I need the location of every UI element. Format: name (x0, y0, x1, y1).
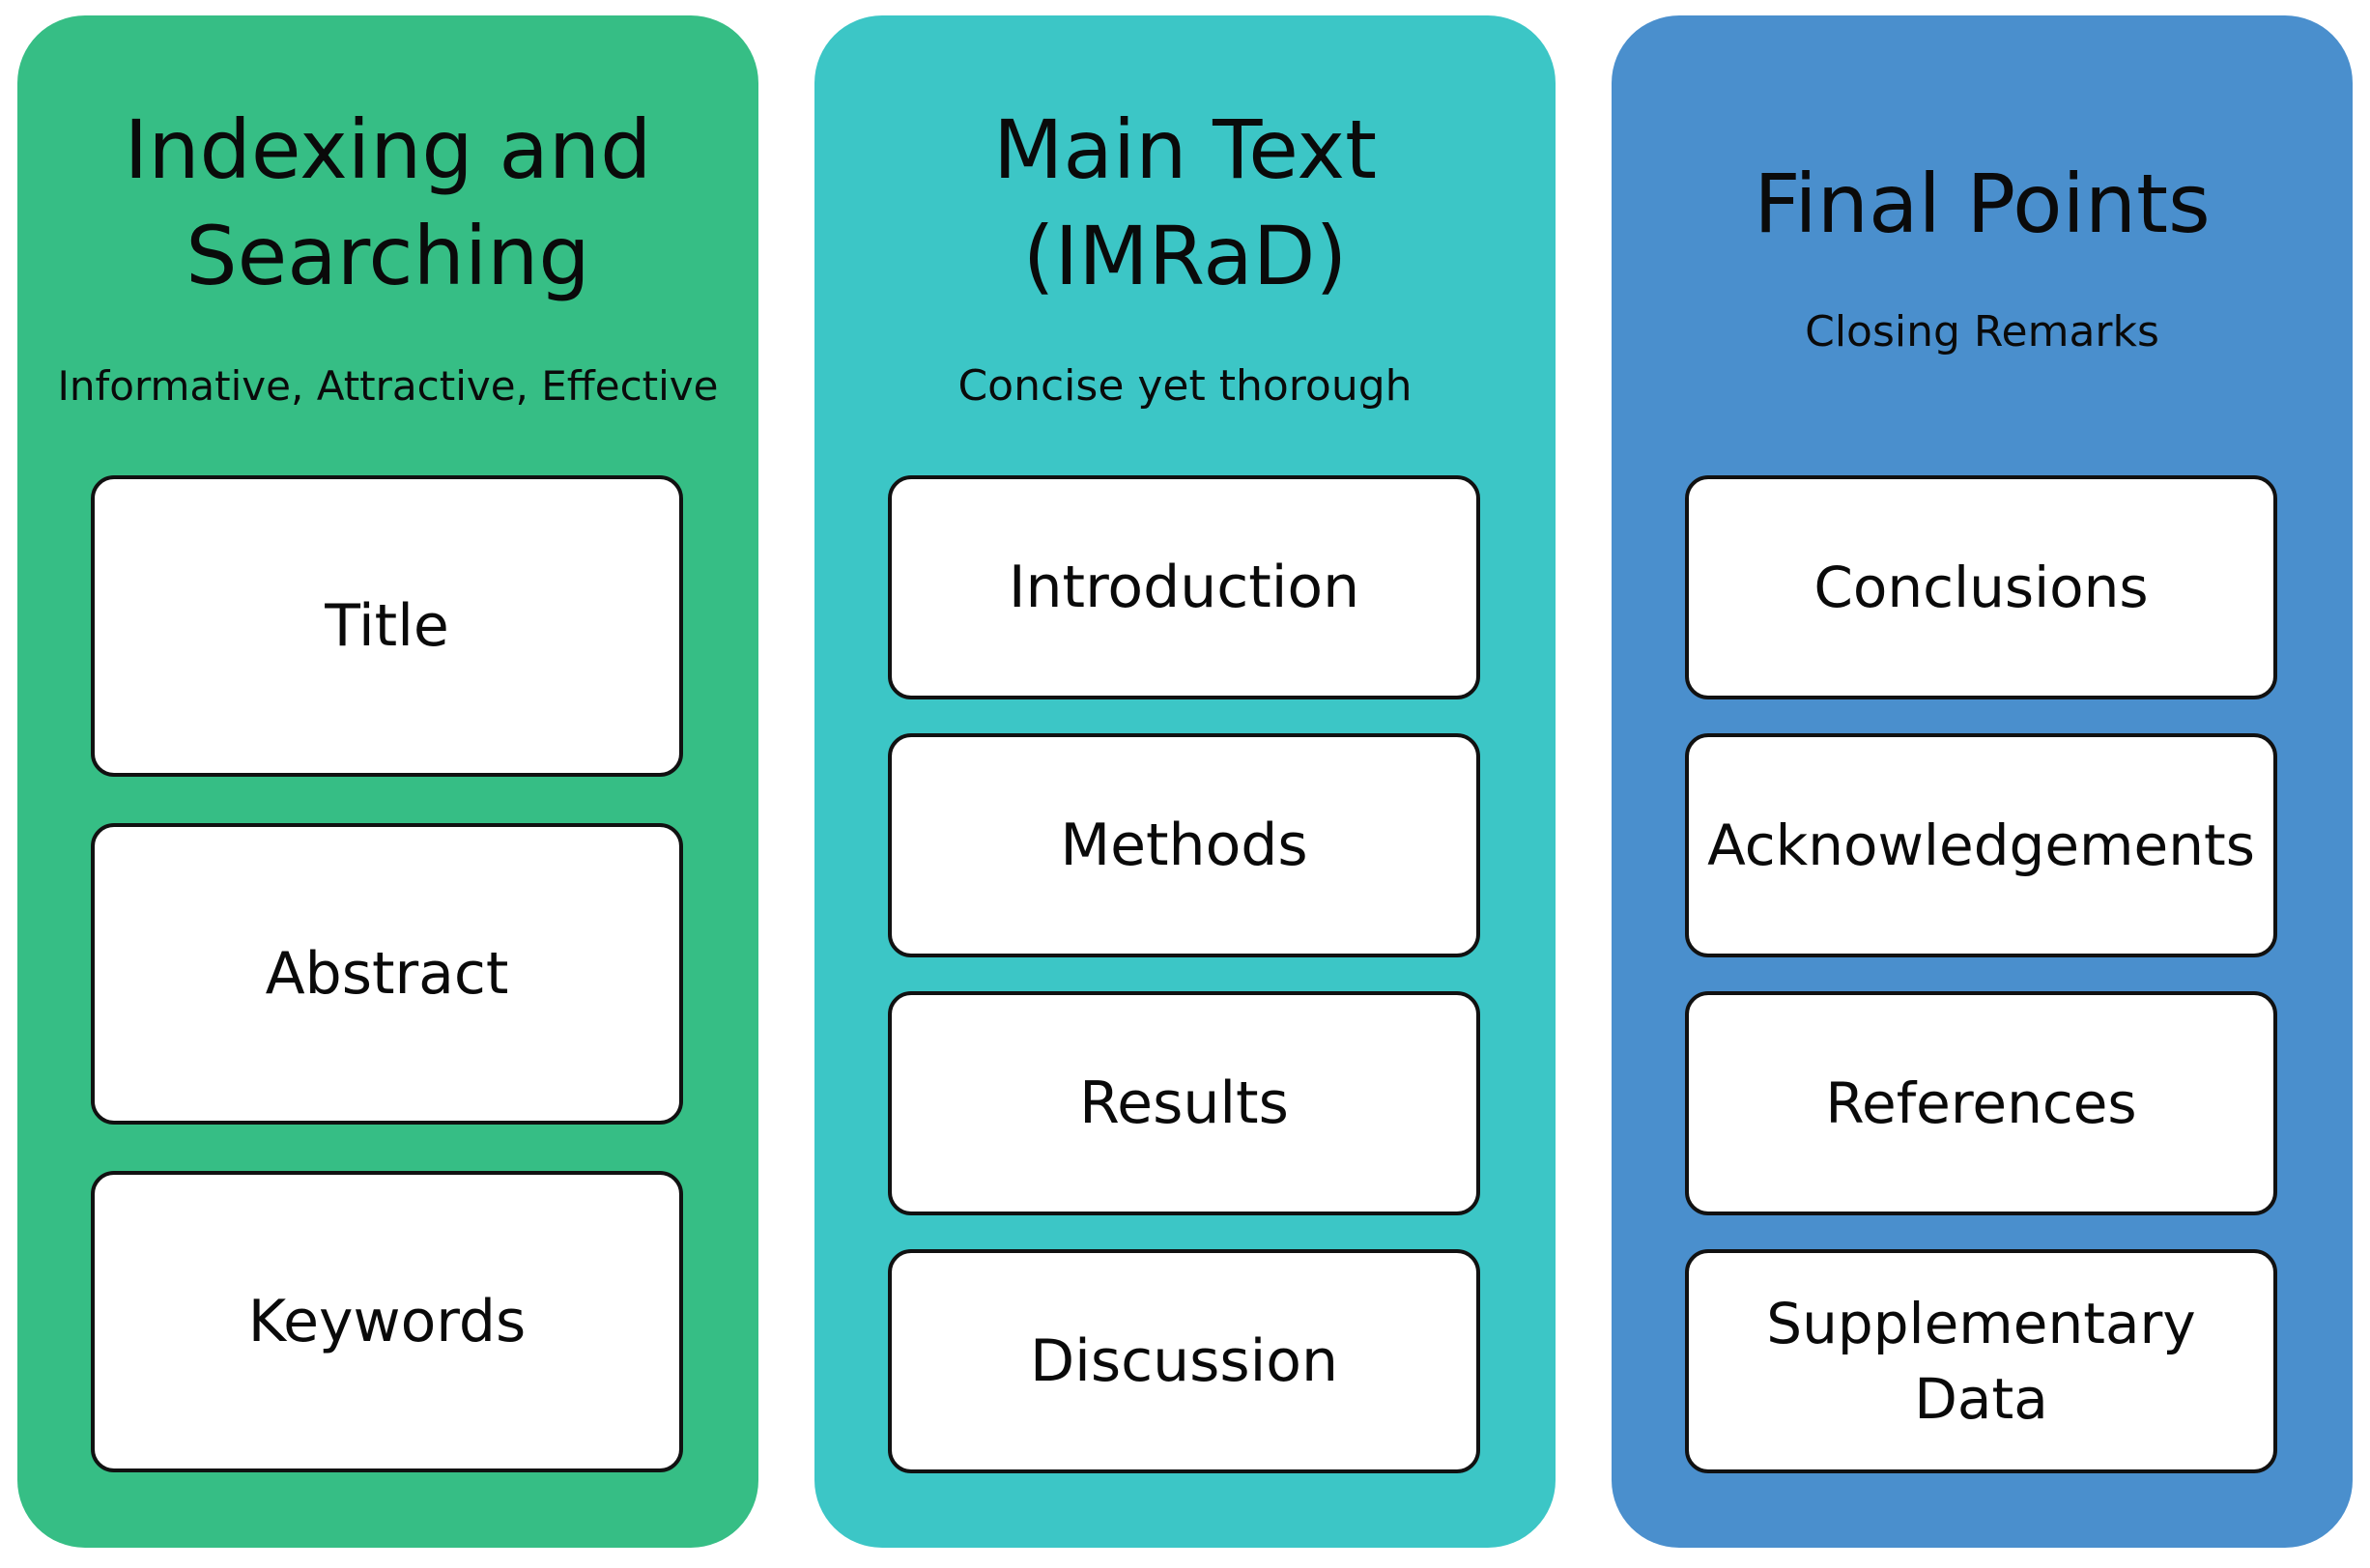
section-box-abstract: Abstract (91, 823, 683, 1125)
column-subtitle: Concise yet thorough (957, 361, 1413, 411)
column-indexing-and-searching: Indexing and Searching Informative, Attr… (17, 15, 758, 1548)
column-final-points: Final Points Closing Remarks Conclusions… (1612, 15, 2353, 1548)
section-box-supplementary-data: Supplementary Data (1685, 1249, 2277, 1473)
section-box-discussion: Discussion (888, 1249, 1480, 1473)
column-title: Final Points (1612, 151, 2353, 257)
column-title-line: Main Text (992, 102, 1378, 197)
column-title-line: Searching (186, 209, 590, 303)
section-box-results: Results (888, 991, 1480, 1215)
section-box-introduction: Introduction (888, 475, 1480, 699)
column-title: Indexing and Searching (17, 97, 758, 309)
column-title-line: Indexing and (124, 102, 652, 197)
section-box-title: Title (91, 475, 683, 777)
column-title-line: (IMRaD) (1022, 209, 1348, 303)
column-title-line: Final Points (1754, 157, 2211, 251)
column-subtitle: Closing Remarks (1805, 307, 2159, 356)
section-box-keywords: Keywords (91, 1171, 683, 1472)
section-box-methods: Methods (888, 733, 1480, 957)
section-box-references: References (1685, 991, 2277, 1215)
column-subtitle: Informative, Attractive, Effective (57, 362, 719, 410)
section-box-acknowledgements: Acknowledgements (1685, 733, 2277, 957)
column-title: Main Text (IMRaD) (814, 97, 1556, 309)
section-box-conclusions: Conclusions (1685, 475, 2277, 699)
column-main-text: Main Text (IMRaD) Concise yet thorough I… (814, 15, 1556, 1548)
